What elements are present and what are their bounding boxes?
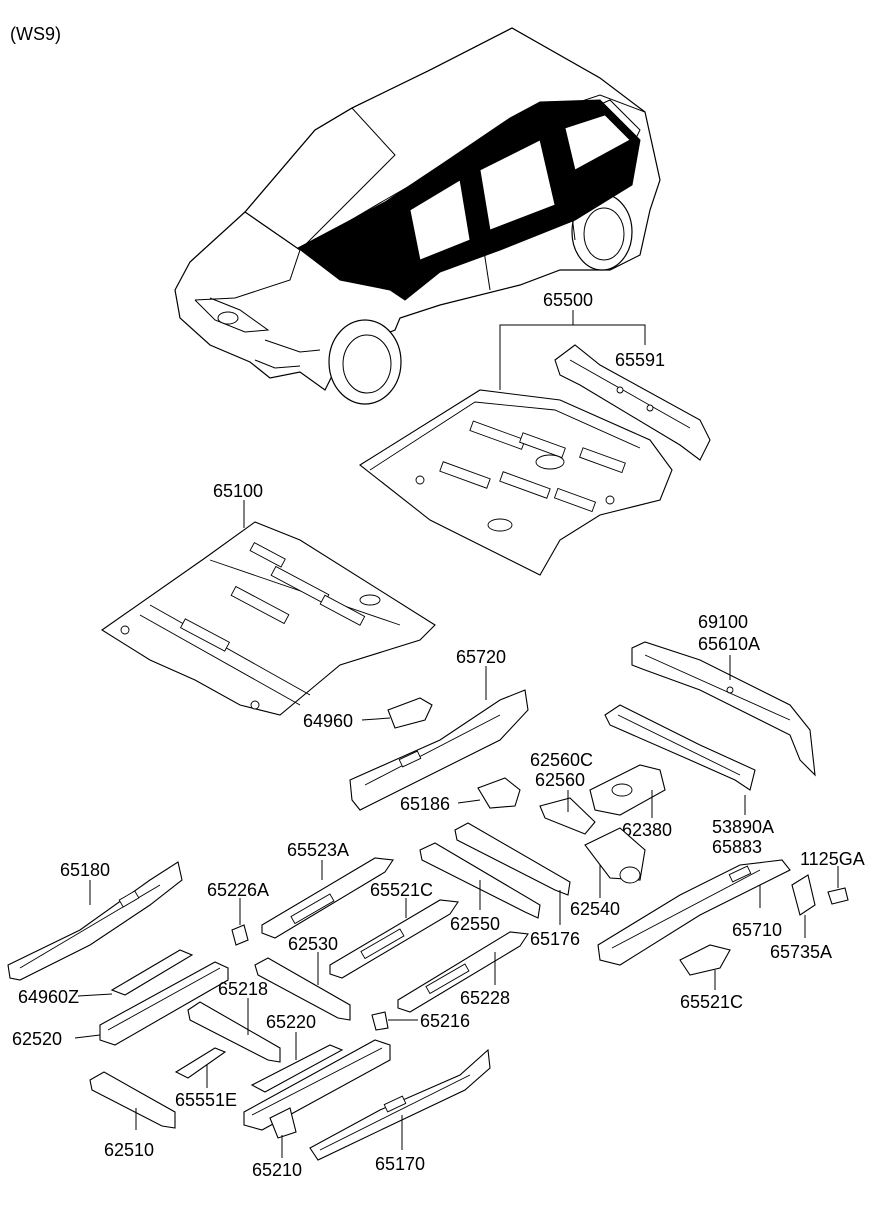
bracket-62380 [589,764,666,816]
label-65735A: 65735A [770,942,832,962]
member-62510 [89,1071,176,1129]
label-65591: 65591 [615,350,665,370]
label-64960Z: 65521C [680,992,743,1012]
label-65210: 65210 [252,1160,302,1180]
label-65521C-lower: 65228 [460,988,510,1008]
label-65216: 65216 [420,1011,470,1031]
label-62540: 62550 [450,914,500,934]
label-62560: 62560 [535,770,585,790]
variant-label: (WS9) [10,24,61,44]
bracket-65226A [231,924,249,946]
member-62550 [454,822,571,896]
bracket-62560 [477,777,596,835]
label-62530: 62530 [288,934,338,954]
bracket-65551E [174,1047,227,1079]
label-53890A: 53890A [712,817,774,837]
side-member-65170 [309,1048,491,1161]
label-65610A: 65610A [698,634,760,654]
label-65720: 65720 [456,647,506,667]
label-65883: 65883 [712,837,762,857]
label-65551E: 65551E [175,1090,237,1110]
label-65228: 64960Z [18,987,79,1007]
side-member-65720 [349,689,529,811]
rear-cross-member [604,704,756,791]
bracket-64960 [387,697,433,729]
member-62520 [187,1001,281,1063]
side-member-65180 [7,861,183,981]
front-floor-panel [101,521,436,716]
label-65100: 65100 [213,481,263,501]
member-65218 [250,1044,344,1093]
label-64960: 64960 [303,711,353,731]
crossmember-65220 [99,961,229,1046]
bracket-65176 [584,827,646,884]
label-65710: 65710 [732,920,782,940]
label-65186: 65186 [400,794,450,814]
label-65170: 65170 [375,1154,425,1174]
rear-side-member [631,641,816,777]
label-65220: 62520 [12,1029,62,1049]
plate-65735A [791,874,849,916]
label-62550: 65176 [530,929,580,949]
label-62380: 62380 [622,820,672,840]
rear-floor-crossmember [554,344,711,461]
label-62560C: 62560C [530,750,593,770]
reinforcement-65521C-upper [329,899,459,979]
vehicle-illustration [174,27,661,405]
crossmember-65210 [243,1039,391,1139]
label-65180: 65180 [60,860,110,880]
label-1125GA: 1125GA [800,849,865,869]
label-69100: 69100 [698,612,748,632]
rear-floor-panel [359,389,673,576]
label-65176: 62540 [570,899,620,919]
label-65521C-upper: 65521C [370,880,433,900]
label-65218: 65220 [266,1012,316,1032]
member-65228 [110,949,194,996]
bracket-65216 [371,1011,389,1031]
bracket-64960Z [679,944,731,976]
reinforcement-65523A [261,857,394,939]
label-65523A: 65523A [287,840,349,860]
label-62510: 62510 [104,1140,154,1160]
label-65500: 65500 [543,290,593,310]
side-member-65710 [597,859,791,966]
label-65226A: 65226A [207,880,269,900]
label-62520: 65218 [218,979,268,999]
member-62530 [254,957,351,1021]
